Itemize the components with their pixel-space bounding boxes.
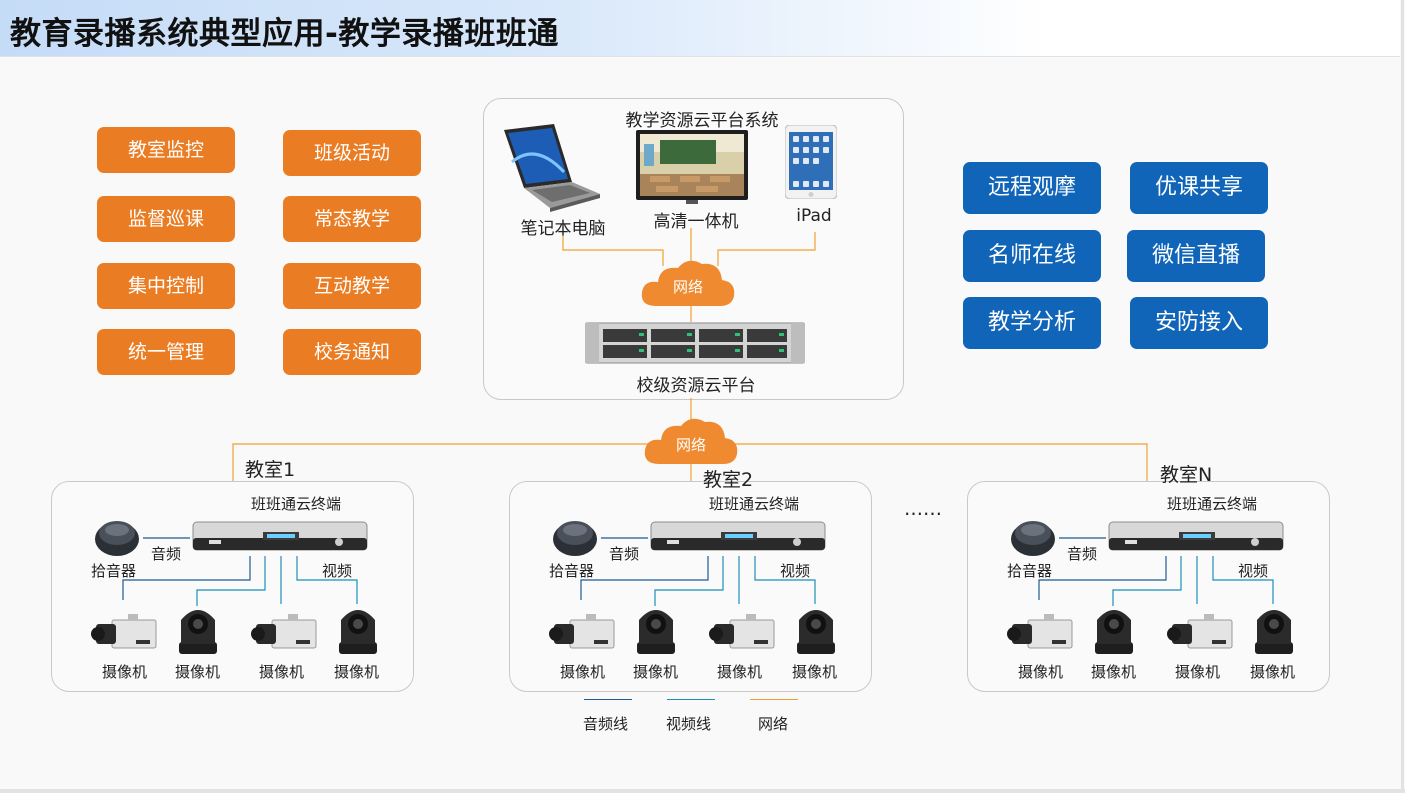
box-camera-icon [91,614,157,649]
classroom-box-1 [51,481,414,692]
terminal-label: 班班通云终端 [708,495,800,513]
ptz-camera-icon [339,610,377,654]
network-cloud-main-label: 网络 [675,436,706,454]
function-button-wechat-live[interactable]: 微信直播 [1127,230,1265,282]
camera-label: 摄像机 [560,663,606,681]
ptz-camera-icon [637,610,675,654]
box-camera-icon [549,614,615,649]
function-button-classroom-monitoring[interactable]: 教室监控 [97,127,235,173]
frame-edge-right [1401,0,1404,793]
display-label: 高清一体机 [653,212,739,232]
network-cloud-label: 网络 [672,278,703,296]
camera-label: 摄像机 [175,663,221,681]
audio-label: 音频 [1067,545,1098,563]
frame-edge-bottom [0,789,1405,793]
legend-label-audio: 音频线 [583,715,629,733]
function-button-teacher-online[interactable]: 名师在线 [963,230,1101,282]
audio-label: 音频 [151,545,182,563]
box-camera-icon [1007,614,1073,649]
mic-label: 拾音器 [1007,562,1053,580]
camera-label: 摄像机 [102,663,148,681]
microphone-icon [1011,521,1055,556]
camera-label: 摄像机 [1175,663,1221,681]
function-button-supervision-patrol[interactable]: 监督巡课 [97,196,235,242]
classroom-name-2: 教室2 [703,469,754,491]
network-cloud-main: 网络 [641,414,741,470]
page-title: 教育录播系统典型应用-教学录播班班通 [10,16,559,52]
laptop-icon [504,124,600,212]
terminal-label: 班班通云终端 [1166,495,1258,513]
cloud-icon [641,260,735,306]
legend-line-audio [584,699,632,700]
function-button-security-access[interactable]: 安防接入 [1130,297,1268,349]
title-bar: 教育录播系统典型应用-教学录播班班通 [0,0,1400,57]
camera-label: 摄像机 [633,663,679,681]
legend-line-network [750,699,798,700]
network-cloud-platform: 网络 [638,256,738,312]
server-icon [585,322,805,364]
box-camera-icon [1167,614,1233,649]
box-camera-icon [251,614,317,649]
network-line-laptop [562,232,664,266]
classroom-wires [580,537,816,606]
camera-label: 摄像机 [792,663,838,681]
classroom-box-2 [509,481,872,692]
function-button-course-sharing[interactable]: 优课共享 [1130,162,1268,214]
terminal-device-icon [650,521,826,551]
box-camera-icon [709,614,775,649]
function-button-school-notice[interactable]: 校务通知 [283,329,421,375]
cloud-icon [644,418,738,464]
ptz-camera-icon [1095,610,1133,654]
laptop-label: 笔记本电脑 [520,219,606,239]
classroom-box-3 [967,481,1330,692]
network-line-ipad [717,232,816,266]
ipad-label: iPad [796,206,832,226]
function-button-remote-observation[interactable]: 远程观摩 [963,162,1101,214]
ptz-camera-icon [179,610,217,654]
mic-label: 拾音器 [91,562,137,580]
terminal-device-icon [192,521,368,551]
video-label: 视频 [780,562,811,580]
video-label: 视频 [1238,562,1269,580]
legend-label-video: 视频线 [666,715,712,733]
terminal-label: 班班通云终端 [250,495,342,513]
ptz-camera-icon [797,610,835,654]
function-button-teaching-analysis[interactable]: 教学分析 [963,297,1101,349]
classroom-name-1: 教室1 [245,459,296,481]
legend-line-video [667,699,715,700]
camera-label: 摄像机 [259,663,305,681]
function-button-central-control[interactable]: 集中控制 [97,263,235,309]
camera-label: 摄像机 [1250,663,1296,681]
function-button-regular-teaching[interactable]: 常态教学 [283,196,421,242]
camera-label: 摄像机 [717,663,763,681]
classroom-name-3: 教室N [1160,464,1213,486]
camera-label: 摄像机 [1018,663,1064,681]
audio-label: 音频 [609,545,640,563]
microphone-icon [95,521,139,556]
ipad-icon [785,125,837,199]
microphone-icon [553,521,597,556]
cloud-platform-title: 教学资源云平台系统 [625,111,779,131]
camera-label: 摄像机 [334,663,380,681]
mic-label: 拾音器 [549,562,595,580]
terminal-device-icon [1108,521,1284,551]
function-button-interactive-teaching[interactable]: 互动教学 [283,263,421,309]
server-label: 校级资源云平台 [636,376,756,396]
function-button-class-activity[interactable]: 班级活动 [283,130,421,176]
ellipsis: …… [904,498,942,520]
video-label: 视频 [322,562,353,580]
ptz-camera-icon [1255,610,1293,654]
legend-label-network: 网络 [758,715,789,733]
camera-label: 摄像机 [1091,663,1137,681]
classroom-wires [122,537,358,606]
classroom-wires [1038,537,1274,606]
display-icon [636,130,748,204]
function-button-unified-management[interactable]: 统一管理 [97,329,235,375]
